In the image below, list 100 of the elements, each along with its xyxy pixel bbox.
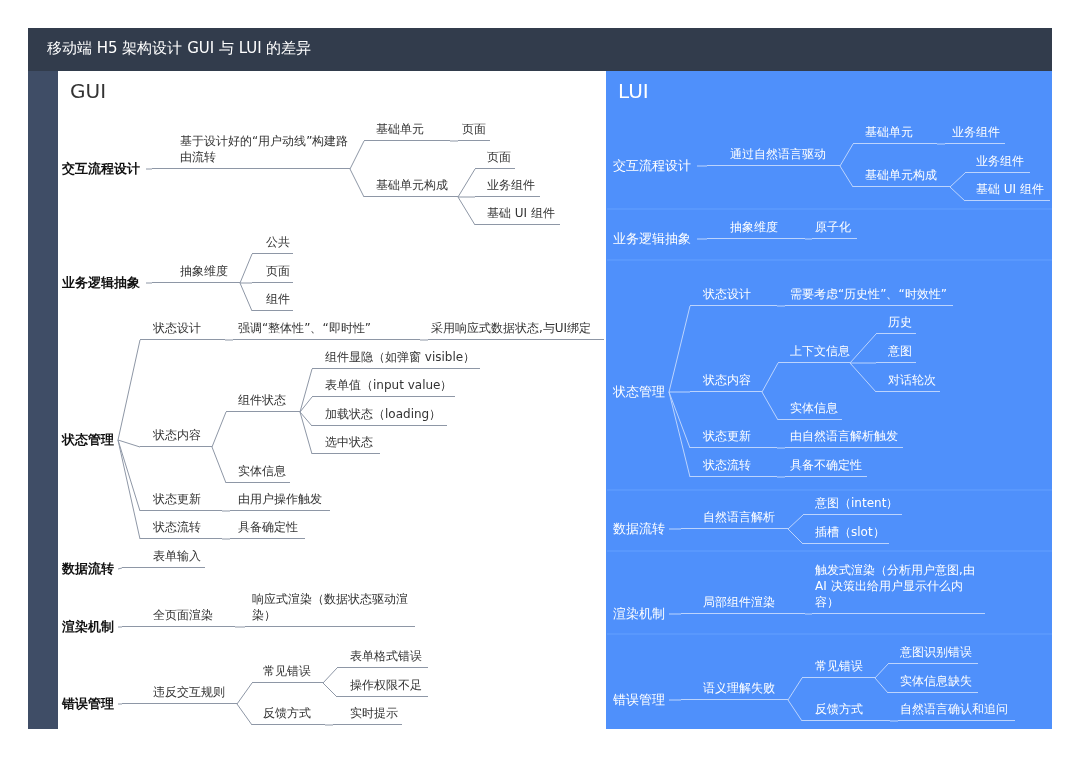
branch-label: 状态设计 <box>153 320 201 336</box>
branch-line <box>936 143 946 145</box>
branch-label: 常见错误 <box>815 658 863 674</box>
branch-label: 组件 <box>266 291 290 307</box>
branch-line <box>457 196 476 198</box>
panel-heading: GUI <box>70 79 107 103</box>
branch-label: 页面 <box>266 263 290 279</box>
branch-line <box>239 282 253 312</box>
branch-line <box>449 140 459 142</box>
branch-label: 公共 <box>266 234 290 250</box>
branch-line <box>849 333 877 364</box>
branch-line <box>117 567 123 570</box>
branch-label: 状态内容 <box>703 372 751 388</box>
branch-label: 基于设计好的“用户动线”构建路由流转 <box>180 133 350 165</box>
branch-label: 业务组件 <box>976 153 1024 169</box>
branch-label: 选中状态 <box>325 434 373 450</box>
branch-line <box>696 165 708 167</box>
branch-label: 语义理解失败 <box>703 680 775 696</box>
branch-line <box>874 677 889 694</box>
topic-label: 数据流转 <box>62 559 118 579</box>
branch-line <box>889 720 899 722</box>
branch-label: 基础单元 <box>376 121 424 137</box>
branch-line <box>221 510 231 512</box>
branch-line <box>324 724 334 726</box>
branch-label: 插槽（slot） <box>815 524 885 540</box>
branch-label: 意图 <box>888 343 912 359</box>
branch-line <box>457 168 476 198</box>
topic-label: 错误管理 <box>62 694 118 714</box>
branch-label: 反馈方式 <box>263 705 311 721</box>
branch-label: 表单输入 <box>153 548 201 564</box>
topic-label: 交互流程设计 <box>62 159 146 179</box>
diagram-title: 移动端 H5 架构设计 GUI 与 LUI 的差异 <box>47 39 312 58</box>
topic-label: 状态管理 <box>613 382 669 402</box>
branch-label: 抽象维度 <box>730 219 778 235</box>
branch-line <box>787 699 803 722</box>
branch-line <box>349 140 365 170</box>
branch-line <box>668 699 682 701</box>
branch-line <box>299 411 313 427</box>
branch-label: 自然语言确认和追问 <box>900 701 1008 717</box>
branch-line <box>349 168 365 198</box>
branch-label: 原子化 <box>815 219 851 235</box>
branch-label: 基础单元 <box>865 124 913 140</box>
branch-line <box>457 196 476 226</box>
branch-line <box>236 682 253 705</box>
branch-line <box>322 682 338 698</box>
branch-line <box>776 305 786 307</box>
branch-label: 对话轮次 <box>888 372 936 388</box>
branch-line <box>787 677 803 701</box>
branch-label: 实体信息 <box>238 463 286 479</box>
branch-label: 采用响应式数据状态,与UI绑定 <box>431 320 592 336</box>
branch-label: 实时提示 <box>350 705 398 721</box>
branch-label: 状态内容 <box>153 427 201 443</box>
branch-label: 表单值（input value） <box>325 377 453 393</box>
branch-line <box>117 626 123 628</box>
branch-line <box>787 528 804 545</box>
branch-line <box>239 253 253 284</box>
branch-label: 基础单元构成 <box>376 177 448 193</box>
branch-line <box>668 613 682 615</box>
branch-line <box>117 339 141 441</box>
topic-label: 错误管理 <box>613 690 669 710</box>
branch-line <box>211 446 227 484</box>
branch-label: 实体信息缺失 <box>900 673 972 689</box>
branch-line <box>145 282 153 284</box>
panel-heading: LUI <box>618 79 649 103</box>
branch-label: 常见错误 <box>263 663 311 679</box>
branch-line <box>874 663 889 679</box>
branch-line <box>145 168 153 170</box>
branch-line <box>949 186 966 202</box>
branch-label: 基础 UI 组件 <box>976 181 1044 197</box>
branch-line <box>839 165 854 188</box>
branch-line <box>668 391 691 393</box>
branch-label: 具备确定性 <box>238 519 298 535</box>
branch-label: 反馈方式 <box>815 701 863 717</box>
branch-line <box>419 339 429 341</box>
topic-label: 数据流转 <box>613 519 669 539</box>
branch-label: 违反交互规则 <box>153 684 225 700</box>
branch-label: 页面 <box>487 149 511 165</box>
branch-label: 自然语言解析 <box>703 509 775 525</box>
topic-label: 业务逻辑抽象 <box>613 229 697 249</box>
branch-line <box>117 439 141 448</box>
branch-label: 加载状态（loading） <box>325 406 442 422</box>
branch-label: 全页面渲染 <box>153 607 213 623</box>
branch-label: 触发式渲染（分析用户意图,由AI 决策出给用户显示什么内容） <box>815 562 976 610</box>
branch-label: 状态更新 <box>703 428 751 444</box>
branch-line <box>234 626 246 628</box>
branch-label: 由用户操作触发 <box>238 491 322 507</box>
branch-line <box>787 514 804 530</box>
branch-line <box>221 538 231 540</box>
branch-label: 响应式渲染（数据状态驱动渲染） <box>252 591 409 623</box>
branch-label: 业务组件 <box>487 177 535 193</box>
branch-line <box>668 528 682 530</box>
branch-label: 意图（intent） <box>815 495 899 511</box>
branch-label: 组件状态 <box>238 392 286 408</box>
branch-line <box>849 362 877 364</box>
branch-line <box>849 362 877 393</box>
branch-line <box>299 411 313 455</box>
branch-label: 表单格式错误 <box>350 648 422 664</box>
branch-line <box>117 703 123 705</box>
branch-label: 抽象维度 <box>180 263 228 279</box>
branch-line <box>696 238 708 240</box>
